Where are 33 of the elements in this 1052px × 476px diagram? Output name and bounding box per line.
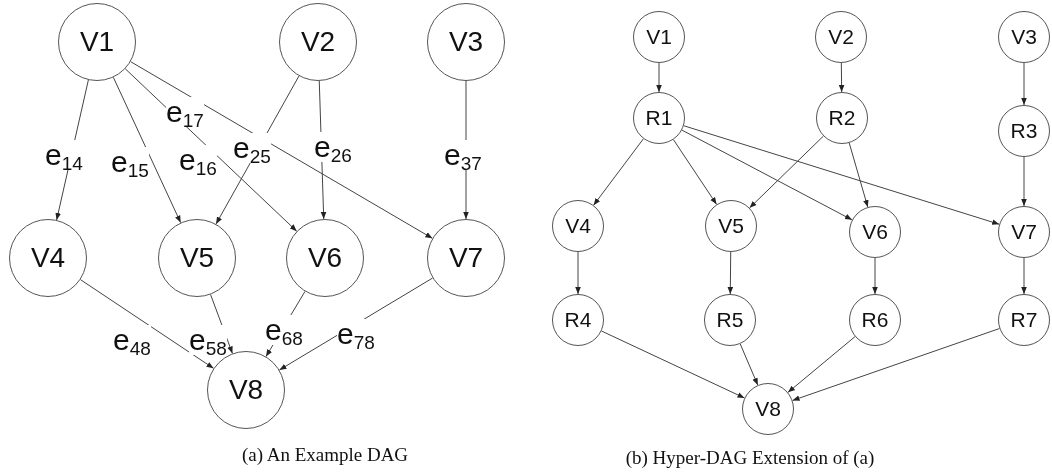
arrow bbox=[872, 257, 878, 295]
arrow bbox=[727, 251, 734, 295]
arrow bbox=[130, 61, 433, 239]
edge-label: e$_{16}$ bbox=[179, 145, 217, 175]
arrow bbox=[601, 330, 745, 399]
arrow bbox=[681, 129, 853, 221]
edge-label: e$_{48}$ bbox=[113, 325, 151, 355]
arrow bbox=[575, 251, 581, 295]
subfigure-caption: (b) Hyper-DAG Extension of (a) bbox=[625, 445, 875, 470]
arrow bbox=[672, 139, 718, 205]
arrow bbox=[683, 125, 1000, 225]
arrow bbox=[656, 62, 662, 93]
arrow bbox=[749, 135, 824, 209]
edge-label: e$_{25}$ bbox=[233, 133, 271, 163]
arrow bbox=[838, 62, 845, 93]
arrow bbox=[1021, 257, 1027, 295]
arrow bbox=[848, 142, 869, 208]
edge-label: e$_{14}$ bbox=[45, 140, 83, 170]
edge-label: e$_{58}$ bbox=[189, 325, 227, 355]
arrow bbox=[593, 138, 644, 206]
subfigure-caption: (a) An Example DAG bbox=[241, 442, 409, 467]
arrow bbox=[792, 328, 1000, 401]
edge-label: e$_{17}$ bbox=[166, 97, 204, 127]
edge-label: e$_{37}$ bbox=[444, 140, 482, 170]
arrow bbox=[112, 76, 182, 224]
arrow bbox=[1021, 156, 1027, 207]
edge-label: e$_{68}$ bbox=[265, 315, 303, 345]
arrow bbox=[1021, 62, 1027, 106]
edge-label: e$_{15}$ bbox=[111, 147, 149, 177]
arrow bbox=[787, 336, 856, 393]
edge-label: e$_{78}$ bbox=[337, 319, 375, 349]
arrow bbox=[79, 279, 215, 369]
edge-label: e$_{26}$ bbox=[314, 132, 352, 162]
